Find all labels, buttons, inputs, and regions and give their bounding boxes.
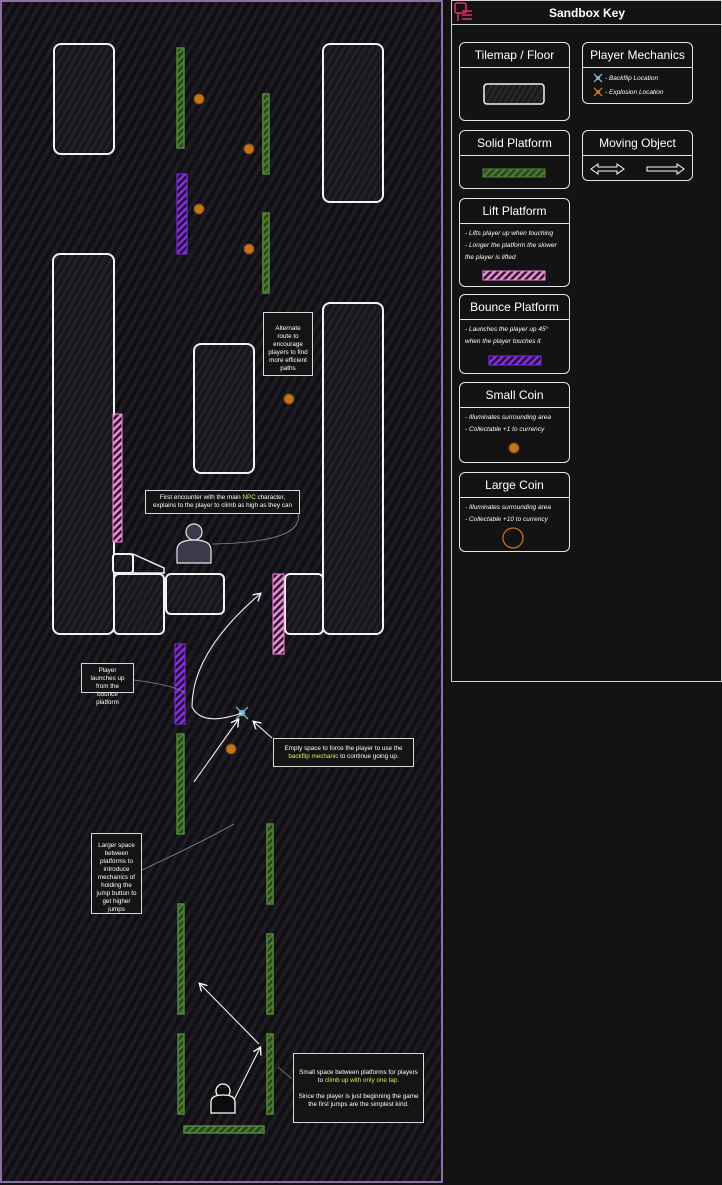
solid-platform [266, 823, 274, 905]
solid-platform-swatch [482, 168, 546, 178]
tilemap-block [165, 573, 225, 615]
legend-solid-title: Solid Platform [460, 131, 569, 156]
lift-platform [272, 573, 285, 655]
small-coin [193, 93, 205, 105]
note-larger-space: Larger space between platforms to introd… [91, 833, 142, 914]
npc-character [176, 523, 212, 564]
tilemap-block [113, 573, 165, 635]
legend-lift-desc: - Lifts player up when touching - Longer… [465, 230, 557, 261]
note-bounce-launch: Player launches up from the bounce platf… [81, 663, 134, 706]
legend-card-tilemap: Tilemap / Floor [459, 42, 570, 121]
legend-small-coin-title: Small Coin [460, 383, 569, 408]
solid-platform [266, 1033, 274, 1115]
jump-arrow [233, 1048, 260, 1101]
jump-arrow [200, 984, 260, 1045]
legend-card-small-coin: Small Coin - Illuminates surrounding are… [459, 382, 570, 463]
sandbox-key-panel: Sandbox Key Tilemap / Floor Player Mecha… [451, 0, 722, 682]
note-alternate-route: Alternate route to encourage players to … [263, 312, 313, 376]
solid-platform [262, 93, 270, 175]
legend-mechanics-title: Player Mechanics [583, 43, 692, 68]
backflip-icon [593, 73, 603, 83]
legend-explosion-row: - Explosion Location [583, 86, 692, 100]
tilemap-swatch [483, 83, 545, 105]
tilemap-block [52, 253, 115, 635]
small-coin [225, 743, 237, 755]
small-coin [283, 393, 295, 405]
bounce-platform-swatch [488, 355, 542, 366]
small-coin [193, 203, 205, 215]
tilemap-block [322, 302, 384, 635]
note-backflip-space: Empty space to force the player to use t… [273, 738, 414, 767]
level-map-drawing [52, 43, 384, 1134]
legend-card-moving: Moving Object [582, 130, 693, 181]
small-coin [243, 243, 255, 255]
tilemap-block [53, 43, 115, 155]
solid-platform [177, 1033, 185, 1115]
callout-line [133, 679, 185, 693]
callout-line [141, 823, 235, 871]
legend-card-mechanics: Player Mechanics - Backflip Location - E… [582, 42, 693, 104]
small-coin [243, 143, 255, 155]
note-npc-encounter: First encounter with the main NPC charac… [145, 490, 300, 514]
legend-bounce-title: Bounce Platform [460, 295, 569, 320]
legend-lift-title: Lift Platform [460, 199, 569, 224]
solid-platform [176, 47, 185, 149]
tilemap-block [193, 343, 255, 474]
tilemap-block [322, 43, 384, 203]
bounce-platform [176, 173, 188, 255]
legend-large-coin-title: Large Coin [460, 473, 569, 498]
jump-arrow [193, 720, 238, 783]
solid-platform [262, 212, 270, 294]
player-character [210, 1083, 236, 1114]
legend-card-large-coin: Large Coin - Illuminates surrounding are… [459, 472, 570, 552]
legend-large-coin-desc: - Illuminates surrounding area - Collect… [465, 504, 551, 523]
logo-icon [454, 2, 472, 21]
legend-card-solid: Solid Platform [459, 130, 570, 189]
bounce-platform [174, 643, 186, 725]
explosion-icon [593, 87, 603, 97]
note-small-space: Small space between platforms for player… [293, 1053, 424, 1123]
legend-bounce-desc: - Launches the player up 45° when the pl… [465, 326, 549, 345]
small-coin-icon [508, 442, 520, 454]
level-map: Alternate route to encourage players to … [0, 0, 443, 1183]
tilemap-block [112, 553, 134, 574]
solid-platform [183, 1125, 265, 1134]
legend-card-lift: Lift Platform - Lifts player up when tou… [459, 198, 570, 287]
solid-platform [177, 903, 185, 1015]
lift-platform-swatch [482, 270, 546, 281]
legend-small-coin-desc: - Illuminates surrounding area - Collect… [465, 414, 551, 433]
lift-platform [112, 413, 123, 543]
moving-arrows-icon [590, 163, 685, 175]
legend-backflip-row: - Backflip Location [583, 72, 692, 86]
legend-title: Sandbox Key [452, 1, 722, 25]
solid-platform [266, 933, 274, 1015]
callout-line [277, 1066, 293, 1080]
solid-platform [176, 733, 185, 835]
npc-ledge [132, 552, 165, 574]
legend-moving-title: Moving Object [583, 131, 692, 156]
large-coin-icon [502, 527, 524, 549]
jump-arrow [191, 594, 260, 720]
legend-tilemap-title: Tilemap / Floor [460, 43, 569, 68]
legend-card-bounce: Bounce Platform - Launches the player up… [459, 294, 570, 374]
tilemap-block [284, 573, 324, 635]
jump-arrow [254, 722, 273, 739]
